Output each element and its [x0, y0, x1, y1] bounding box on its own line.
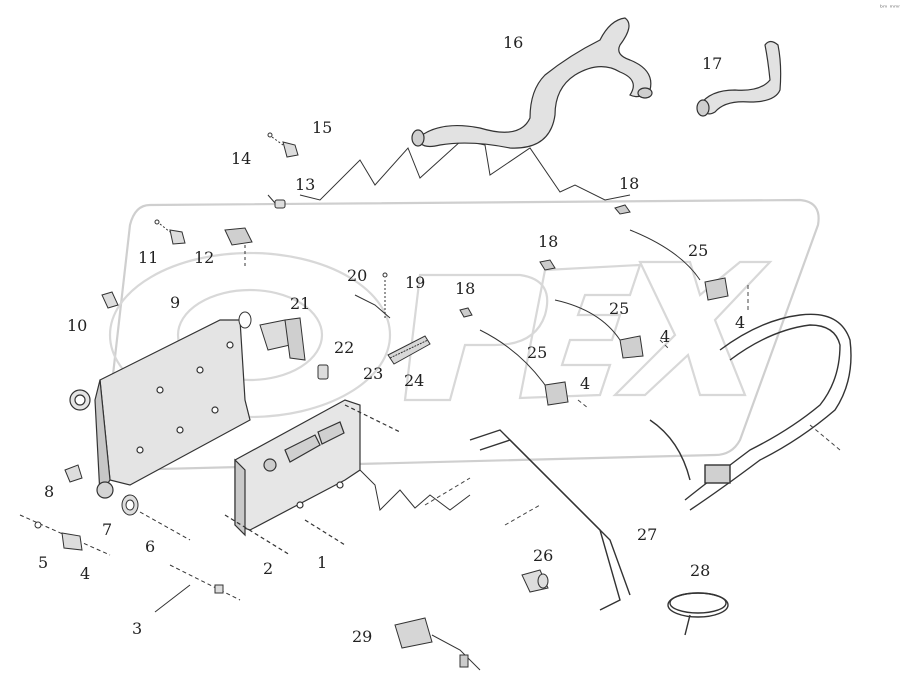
callout-12: 12 — [194, 248, 214, 267]
callout-20: 20 — [347, 266, 367, 285]
part-7-spacer — [121, 494, 139, 516]
callout-24: 24 — [404, 371, 424, 390]
leader-lines — [424, 285, 841, 526]
part-3-sensor — [154, 564, 241, 613]
callout-7: 7 — [102, 520, 112, 539]
watermark-letter-p — [403, 273, 549, 402]
callout-1: 1 — [317, 553, 327, 572]
callout-4-right: 4 — [735, 313, 745, 332]
watermark-letter-o-inner — [176, 288, 324, 382]
callout-13: 13 — [295, 175, 315, 194]
callout-5: 5 — [38, 553, 48, 572]
callout-17: 17 — [702, 54, 722, 73]
callout-25-top: 25 — [688, 241, 708, 260]
callout-4-bottom-sensor: 4 — [580, 374, 590, 393]
callout-9: 9 — [170, 293, 180, 312]
part-26-grommet — [521, 569, 549, 593]
callout-4-mid-sensor: 4 — [660, 327, 670, 346]
callout-25-middle: 25 — [609, 299, 629, 318]
watermark-letter-x — [612, 260, 773, 397]
watermark — [102, 198, 820, 472]
callout-25-bottom: 25 — [527, 343, 547, 362]
callout-14: 14 — [231, 149, 251, 168]
callout-28: 28 — [690, 561, 710, 580]
callout-3: 3 — [132, 619, 142, 638]
part-8-bushing — [64, 464, 83, 483]
part-28-clamp — [667, 592, 729, 636]
watermark-letter-o — [108, 251, 392, 419]
part-13-screw — [267, 194, 286, 209]
part-23-24-strip — [387, 335, 431, 365]
callout-21: 21 — [290, 294, 310, 313]
watermark-outline — [102, 198, 820, 472]
part-14-15-fitting — [267, 132, 299, 158]
callout-2: 2 — [263, 559, 273, 578]
callout-18-left: 18 — [455, 279, 475, 298]
callout-18-middle: 18 — [538, 232, 558, 251]
corner-mark: ᵇᵐ ᵐᵐᵐ — [880, 4, 900, 12]
callout-26: 26 — [533, 546, 553, 565]
part-5-4-fastener-set — [19, 514, 111, 556]
part-12-clip — [224, 227, 253, 268]
callout-10: 10 — [67, 316, 87, 335]
callout-29: 29 — [352, 627, 372, 646]
part-10-bracket — [101, 291, 119, 309]
watermark-letter-e — [518, 263, 642, 400]
part-27-wiring-harness — [469, 313, 852, 611]
gear-outline-lower — [359, 469, 471, 512]
part-25-sensors — [479, 229, 729, 406]
callout-4-left: 4 — [80, 564, 90, 583]
part-18-clips — [459, 204, 631, 318]
callout-27: 27 — [637, 525, 657, 544]
part-19-20-rod — [354, 272, 391, 320]
callout-23: 23 — [363, 364, 383, 383]
callout-6: 6 — [145, 537, 155, 556]
part-1-2-control-unit — [224, 399, 401, 556]
callout-labels: 1 2 3 4 4 4 4 5 6 7 8 9 10 11 12 13 14 1… — [38, 33, 745, 646]
callout-11: 11 — [138, 248, 158, 267]
gear-outline — [299, 139, 631, 201]
part-11-fitting — [154, 219, 186, 245]
callout-18-top: 18 — [619, 174, 639, 193]
part-16-hose — [411, 17, 653, 149]
part-21-22-actuator — [238, 311, 329, 380]
part-29-connector — [394, 617, 481, 671]
callout-15: 15 — [312, 118, 332, 137]
part-9-mounting-plate — [69, 319, 251, 499]
part-17-hose — [696, 40, 782, 117]
callout-19: 19 — [405, 273, 425, 292]
part-6-bolt — [139, 511, 191, 541]
callout-8: 8 — [44, 482, 54, 501]
callout-16: 16 — [503, 33, 523, 52]
callout-22: 22 — [334, 338, 354, 357]
